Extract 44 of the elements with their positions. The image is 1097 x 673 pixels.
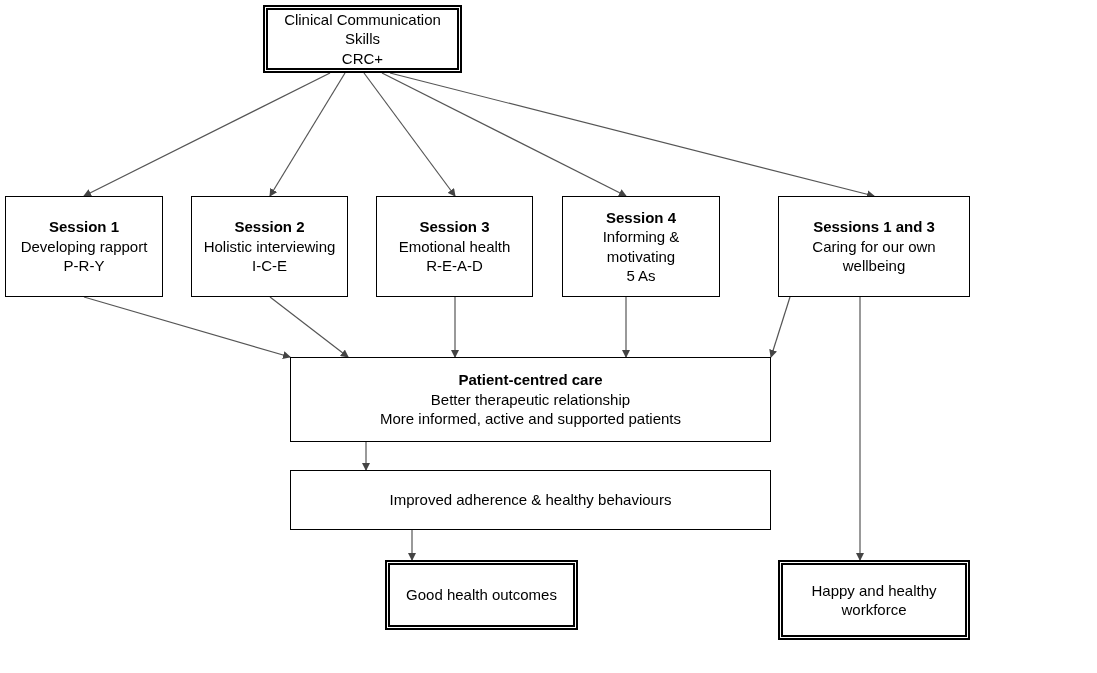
process-box	[191, 196, 348, 297]
box-text: 5 As	[626, 266, 656, 286]
box-text: Good health outcomes	[406, 585, 557, 605]
box-heading: Session 1	[48, 217, 119, 237]
process-box	[562, 196, 720, 297]
arrow	[269, 72, 346, 197]
box-text: Better therapeutic relationship	[430, 389, 631, 410]
arrow	[83, 296, 291, 359]
arrow	[408, 529, 416, 561]
box-text: Informing & motivating	[601, 227, 681, 266]
arrow	[381, 72, 627, 197]
box-text: Holistic interviewing	[203, 236, 336, 257]
arrow	[769, 296, 791, 358]
box-text: R-E-A-D	[426, 256, 483, 276]
box-text: CRC+	[341, 48, 384, 69]
process-box	[290, 470, 771, 530]
arrow	[451, 296, 459, 358]
box-heading: Patient-centred care	[458, 370, 603, 390]
box-heading: Session 2	[234, 217, 305, 237]
box-text: Emotional health	[398, 236, 511, 257]
box-text: Caring for our own wellbeing	[811, 236, 937, 276]
process-box	[290, 357, 771, 442]
arrow	[622, 296, 630, 358]
process-box	[263, 5, 462, 73]
box-text: Improved adherence & healthy behaviours	[389, 490, 672, 510]
box-text: Happy and healthy workforce	[810, 580, 938, 620]
process-box	[778, 196, 970, 297]
box-heading: Session 4	[605, 207, 676, 227]
process-box	[385, 560, 578, 630]
arrow	[269, 296, 349, 358]
box-heading: Session 3	[419, 217, 490, 237]
arrow	[362, 441, 370, 471]
arrow	[83, 72, 331, 197]
box-heading: Sessions 1 and 3	[813, 217, 935, 237]
box-text: Clinical Communication Skills	[283, 9, 442, 49]
process-box	[5, 196, 163, 297]
box-text: Developing rapport	[20, 236, 148, 257]
arrow	[363, 72, 456, 197]
process-box	[778, 560, 970, 640]
arrow	[856, 296, 864, 561]
box-text: P-R-Y	[63, 256, 105, 276]
box-text: I-C-E	[252, 256, 287, 276]
process-box	[376, 196, 533, 297]
box-text: More informed, active and supported patients	[380, 409, 681, 429]
